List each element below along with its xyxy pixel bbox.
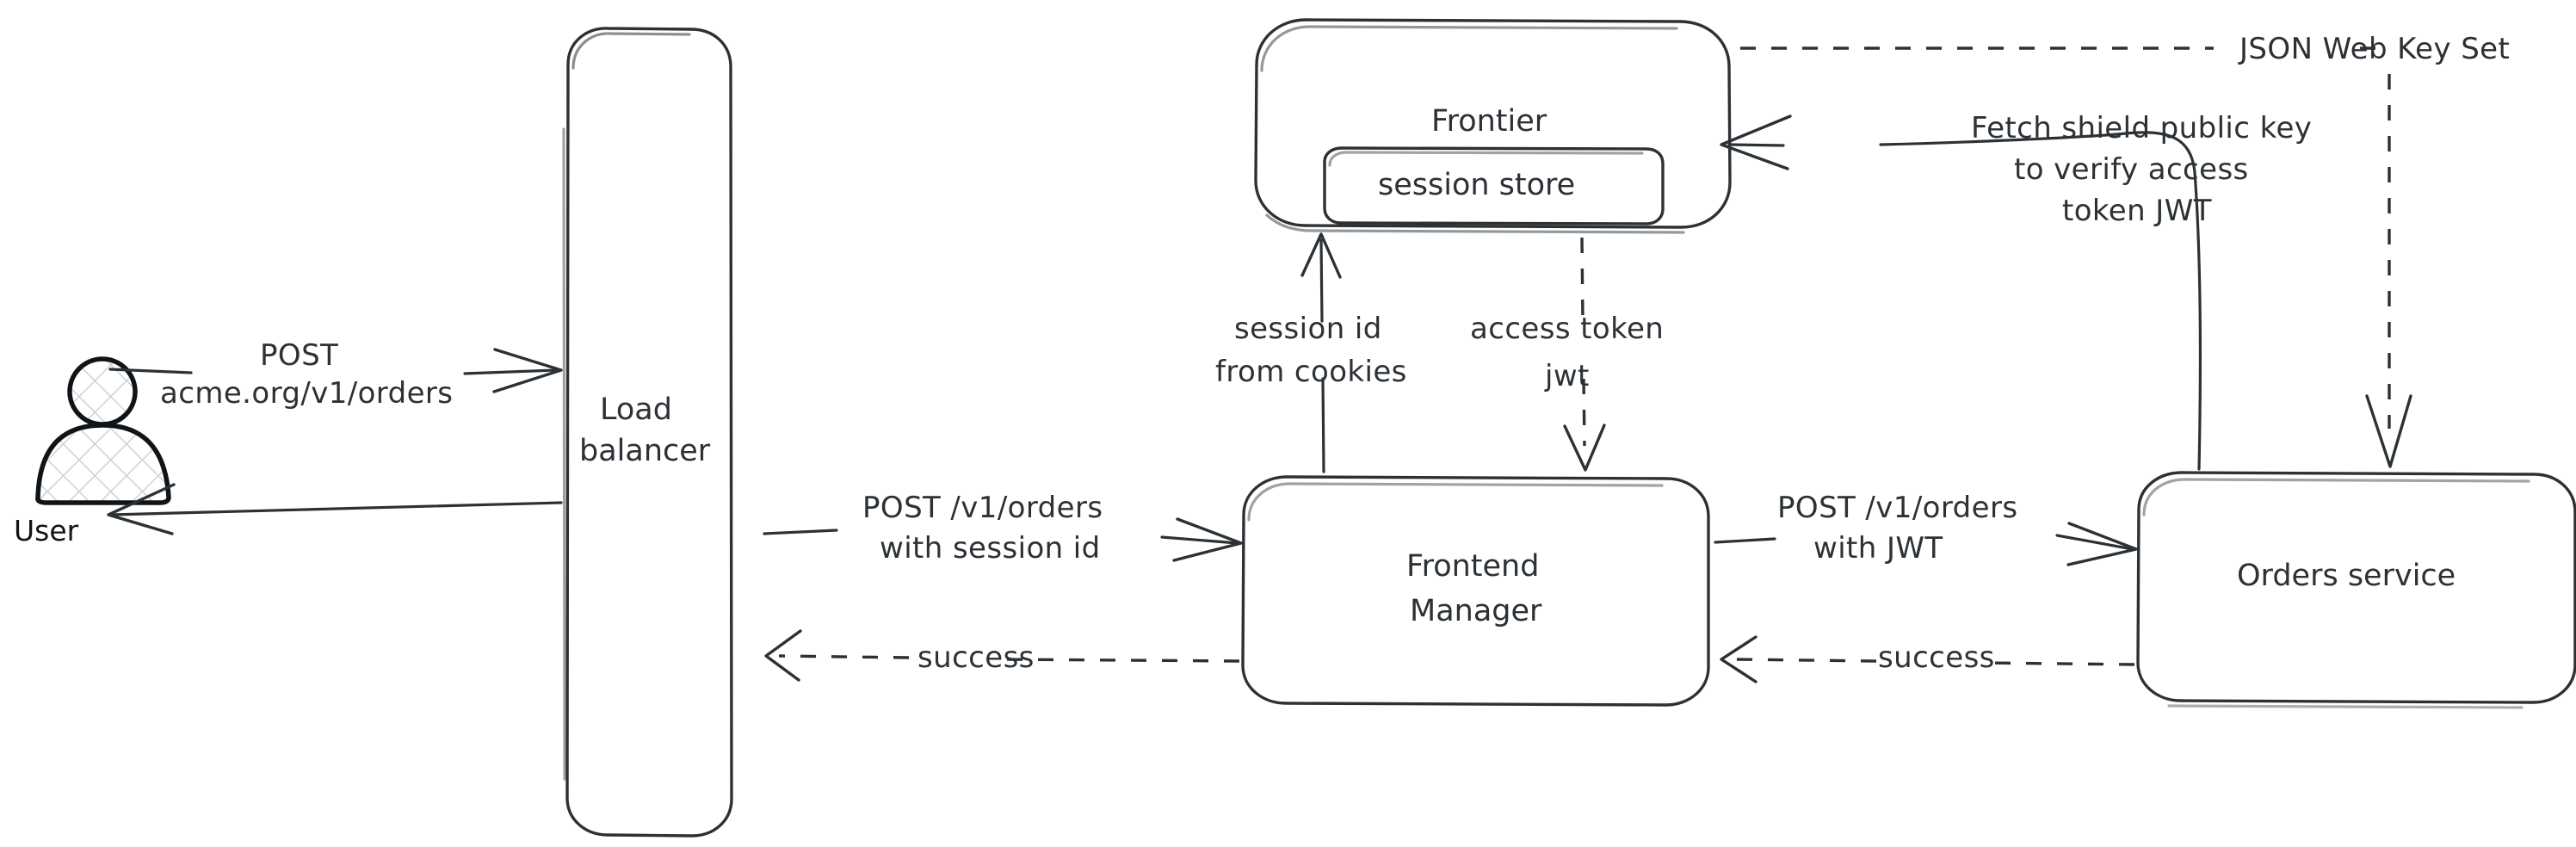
edge-loadbalancer-to-frontendmanager bbox=[763, 517, 1243, 562]
orders-service-box[interactable] bbox=[2136, 471, 2576, 709]
edge-label-post-v1-orders-session-line1: POST /v1/orders bbox=[862, 491, 1103, 525]
edge-loadbalancer-to-user bbox=[107, 483, 563, 535]
edge-frontier-to-frontendmanager bbox=[1563, 237, 1606, 472]
load-balancer-label-line1: Load bbox=[600, 393, 672, 427]
edge-label-post-v1-orders-session-line2: with session id bbox=[880, 531, 1101, 566]
edge-label-acme-url: acme.org/v1/orders bbox=[160, 376, 453, 411]
edge-label-post: POST bbox=[260, 338, 338, 373]
user-label: User bbox=[14, 514, 79, 547]
edge-frontier-to-ordersservice bbox=[1740, 46, 2412, 468]
edge-label-post-v1-orders-jwt-line1: POST /v1/orders bbox=[1777, 491, 2017, 525]
edge-frontendmanager-to-ordersservice bbox=[1714, 522, 2138, 566]
load-balancer-label-line2: balancer bbox=[579, 434, 711, 468]
edge-label-fetch-key-line1: Fetch shield public key bbox=[1971, 111, 2312, 145]
load-balancer-box[interactable] bbox=[562, 27, 733, 838]
frontier-box[interactable] bbox=[1254, 18, 1732, 234]
edge-label-fetch-key-line2: to verify access bbox=[2014, 152, 2249, 187]
edge-ordersservice-to-frontendmanager bbox=[1720, 635, 2135, 683]
edge-frontendmanager-to-loadbalancer bbox=[764, 629, 1240, 682]
frontend-manager-label-line1: Frontend bbox=[1406, 549, 1539, 584]
user-person-icon bbox=[35, 356, 171, 505]
edge-label-success-right: success bbox=[1878, 640, 1995, 675]
edge-label-access-token-line2: jwt bbox=[1544, 359, 1590, 393]
frontier-label: Frontier bbox=[1431, 104, 1547, 139]
edge-label-post-v1-orders-jwt-line2: with JWT bbox=[1813, 531, 1943, 566]
edge-user-to-loadbalancer bbox=[108, 348, 563, 393]
edge-label-session-id-line1: session id bbox=[1234, 312, 1382, 346]
edge-label-jwks: JSON Web Key Set bbox=[2238, 32, 2510, 66]
session-store-label: session store bbox=[1378, 168, 1575, 202]
edge-frontendmanager-to-frontier bbox=[1300, 232, 1342, 473]
edge-label-access-token-line1: access token bbox=[1470, 312, 1664, 346]
edge-label-fetch-key-line3: token JWT bbox=[2062, 194, 2212, 228]
orders-service-label: Orders service bbox=[2237, 559, 2456, 593]
edge-label-session-id-line2: from cookies bbox=[1215, 355, 1407, 389]
session-store-box[interactable] bbox=[1323, 146, 1665, 226]
edge-label-success-left: success bbox=[917, 640, 1035, 675]
edge-ordersservice-to-frontier bbox=[1720, 114, 2202, 471]
frontend-manager-box[interactable] bbox=[1241, 475, 1710, 707]
frontend-manager-label-line2: Manager bbox=[1410, 594, 1542, 628]
